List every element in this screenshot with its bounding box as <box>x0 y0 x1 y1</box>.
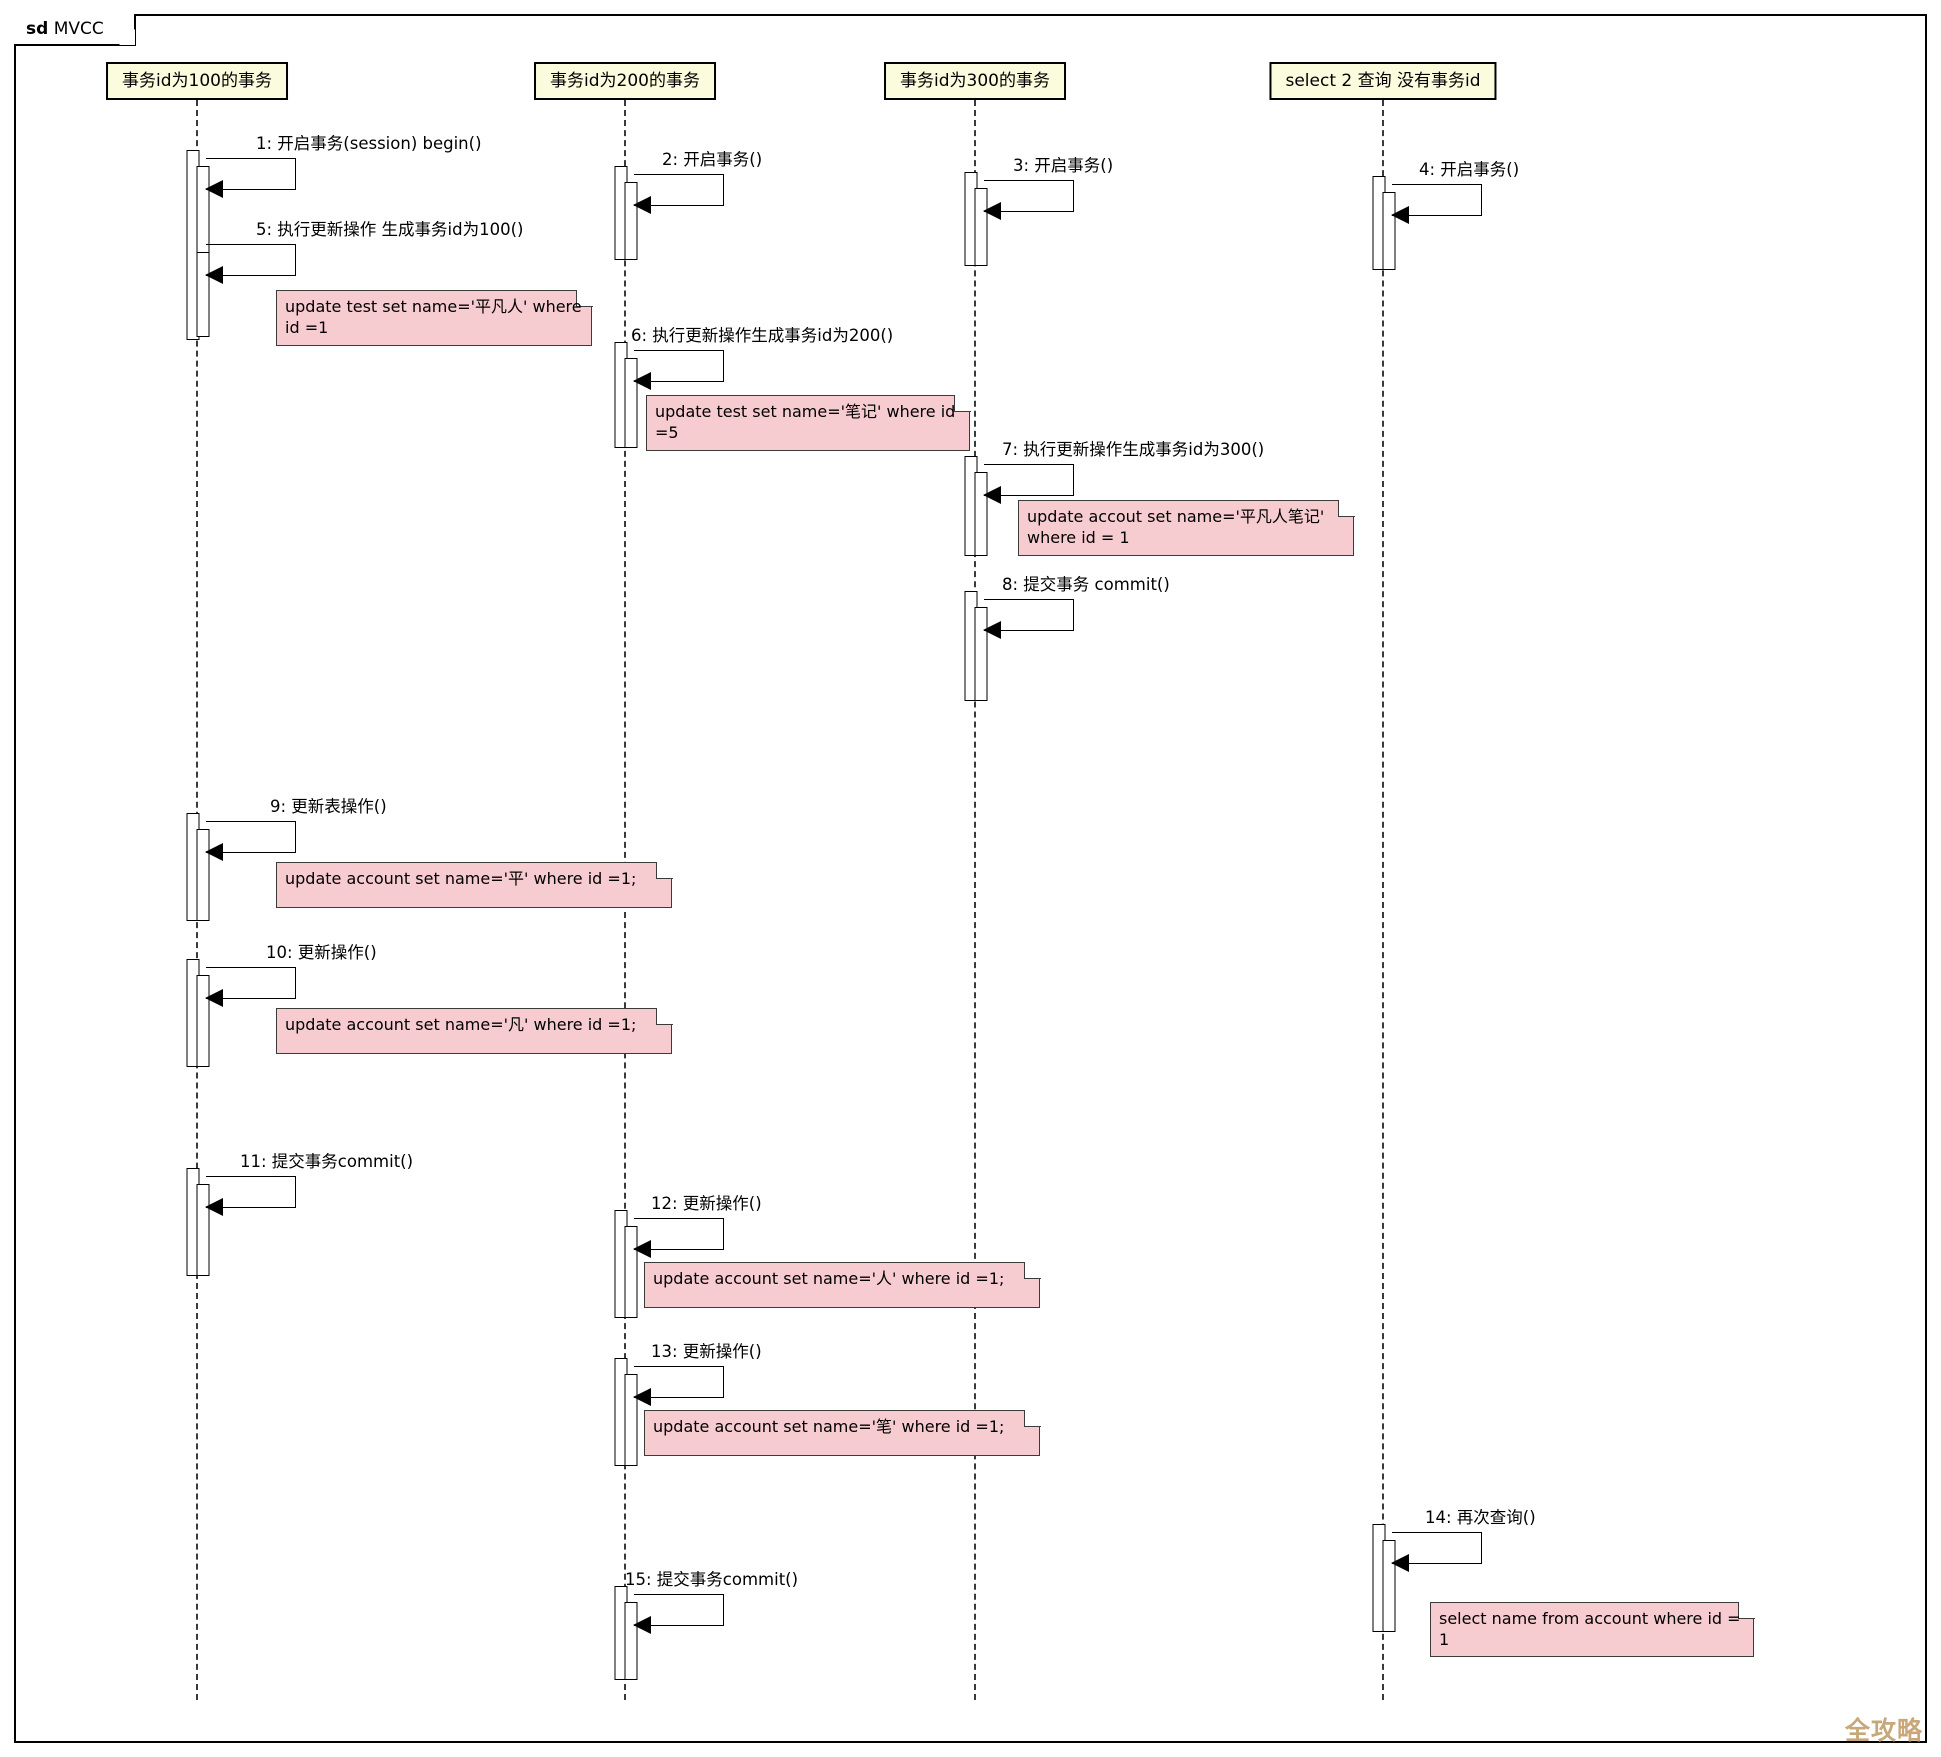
self-message-arrow-10 <box>205 967 296 1007</box>
note-note4: update account set name='平' where id =1; <box>276 861 673 908</box>
arrowhead-icon <box>633 196 651 214</box>
frame-keyword: sd <box>26 19 49 39</box>
note-fold-corner-icon <box>655 861 673 879</box>
message-label-13: 13: 更新操作() <box>651 1342 762 1361</box>
note-fold-corner-icon <box>1737 1601 1755 1619</box>
note-note1: update test set name='平凡人' where id =1 <box>276 289 593 346</box>
arrowhead-icon <box>205 180 223 198</box>
message-label-7: 7: 执行更新操作生成事务id为300() <box>1002 440 1265 459</box>
message-label-5: 5: 执行更新操作 生成事务id为100() <box>256 220 524 239</box>
note-note5: update account set name='凡' where id =1; <box>276 1007 673 1054</box>
lifeline-header-txn100[interactable]: 事务id为100的事务 <box>106 62 288 100</box>
self-message-arrow-15 <box>633 1594 724 1634</box>
note-fold-corner-icon <box>953 394 971 412</box>
note-text: update account set name='人' where id =1; <box>653 1269 1005 1288</box>
self-message-arrow-6 <box>633 350 724 390</box>
self-message-arrow-4 <box>1391 184 1482 224</box>
frame-tab-clip <box>118 29 135 45</box>
message-label-10: 10: 更新操作() <box>266 943 377 962</box>
note-text: update accout set name='平凡人笔记' where id … <box>1027 507 1325 547</box>
note-fold-corner-icon <box>575 289 593 307</box>
self-message-arrow-14 <box>1391 1532 1482 1572</box>
arrowhead-icon <box>983 621 1001 639</box>
watermark: 全攻略 <box>1844 1716 1923 1745</box>
self-message-arrow-12 <box>633 1218 724 1258</box>
lifeline-label: 事务id为200的事务 <box>550 71 700 91</box>
note-note3: update accout set name='平凡人笔记' where id … <box>1018 499 1355 556</box>
note-text: update test set name='平凡人' where id =1 <box>285 297 582 337</box>
note-note6: update account set name='人' where id =1; <box>644 1261 1041 1308</box>
lifeline-header-select2[interactable]: select 2 查询 没有事务id <box>1269 62 1497 100</box>
self-message-arrow-3 <box>983 180 1074 220</box>
note-note2: update test set name='笔记' where id =5 <box>646 394 971 451</box>
frame-label: sd MVCC <box>14 14 136 46</box>
message-label-11: 11: 提交事务commit() <box>240 1152 414 1171</box>
lifeline-header-txn200[interactable]: 事务id为200的事务 <box>534 62 716 100</box>
frame-name: MVCC <box>53 19 104 39</box>
note-fold-corner-icon <box>1023 1261 1041 1279</box>
arrowhead-icon <box>983 202 1001 220</box>
self-message-arrow-11 <box>205 1176 296 1216</box>
lifeline-line-select2 <box>1382 100 1384 1700</box>
lifeline-header-txn300[interactable]: 事务id为300的事务 <box>884 62 1066 100</box>
message-label-15: 15: 提交事务commit() <box>625 1570 799 1589</box>
lifeline-label: select 2 查询 没有事务id <box>1285 71 1481 91</box>
note-note8: select name from account where id = 1 <box>1430 1601 1755 1657</box>
self-message-arrow-7 <box>983 464 1074 504</box>
message-label-9: 9: 更新表操作() <box>270 797 387 816</box>
self-message-arrow-5 <box>205 244 296 284</box>
note-text: update test set name='笔记' where id =5 <box>655 402 956 442</box>
note-text: update account set name='笔' where id =1; <box>653 1417 1005 1436</box>
message-label-4: 4: 开启事务() <box>1419 160 1520 179</box>
note-note7: update account set name='笔' where id =1; <box>644 1409 1041 1456</box>
note-text: select name from account where id = 1 <box>1439 1609 1746 1649</box>
message-label-14: 14: 再次查询() <box>1425 1508 1536 1527</box>
note-fold-corner-icon <box>1023 1409 1041 1427</box>
note-fold-corner-icon <box>655 1007 673 1025</box>
note-fold-corner-icon <box>1337 499 1355 517</box>
arrowhead-icon <box>205 989 223 1007</box>
arrowhead-icon <box>633 1616 651 1634</box>
lifeline-line-txn300 <box>974 100 976 1700</box>
message-label-1: 1: 开启事务(session) begin() <box>256 134 482 153</box>
message-label-3: 3: 开启事务() <box>1013 156 1114 175</box>
note-text: update account set name='凡' where id =1; <box>285 1015 637 1034</box>
arrowhead-icon <box>983 486 1001 504</box>
lifeline-label: 事务id为100的事务 <box>122 71 272 91</box>
self-message-arrow-8 <box>983 599 1074 639</box>
lifeline-label: 事务id为300的事务 <box>900 71 1050 91</box>
message-label-6: 6: 执行更新操作生成事务id为200() <box>631 326 894 345</box>
self-message-arrow-9 <box>205 821 296 861</box>
arrowhead-icon <box>205 1198 223 1216</box>
message-label-2: 2: 开启事务() <box>662 150 763 169</box>
arrowhead-icon <box>633 1240 651 1258</box>
message-label-12: 12: 更新操作() <box>651 1194 762 1213</box>
arrowhead-icon <box>205 843 223 861</box>
arrowhead-icon <box>205 266 223 284</box>
note-text: update account set name='平' where id =1; <box>285 869 637 888</box>
arrowhead-icon <box>1391 206 1409 224</box>
self-message-arrow-13 <box>633 1366 724 1406</box>
self-message-arrow-2 <box>633 174 724 214</box>
arrowhead-icon <box>1391 1554 1409 1572</box>
self-message-arrow-1 <box>205 158 296 198</box>
arrowhead-icon <box>633 1388 651 1406</box>
message-label-8: 8: 提交事务 commit() <box>1002 575 1170 594</box>
arrowhead-icon <box>633 372 651 390</box>
